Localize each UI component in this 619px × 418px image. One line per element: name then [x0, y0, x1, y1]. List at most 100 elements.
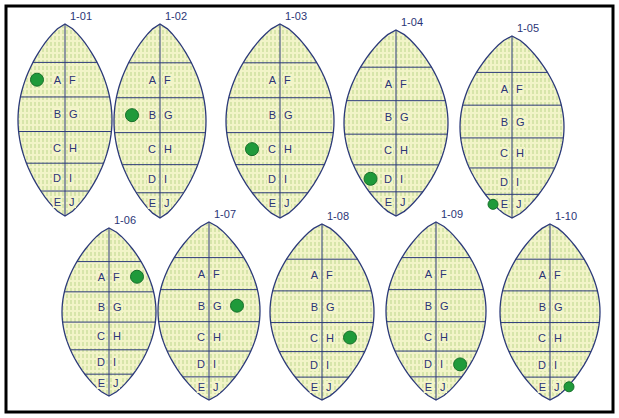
leaf-number: 1-09 — [440, 208, 464, 220]
grid-line — [387, 321, 486, 322]
green-dot — [488, 199, 498, 209]
cell-letter: E — [197, 381, 206, 393]
grid-line — [26, 163, 103, 164]
cell-letter: H — [163, 143, 173, 155]
leaf-midrib — [280, 24, 281, 218]
cell-letter: G — [112, 301, 123, 313]
cell-letter: E — [268, 197, 277, 209]
grid-line — [501, 322, 600, 323]
cell-letter: A — [268, 74, 277, 86]
cell-letter: J — [283, 197, 291, 209]
cell-letter: E — [310, 381, 319, 393]
cell-letter: D — [309, 359, 319, 371]
cell-letter: F — [325, 269, 334, 281]
cell-letter: D — [147, 173, 157, 185]
cell-letter: C — [196, 331, 206, 343]
grid-line — [64, 291, 153, 292]
grid-line — [174, 257, 244, 258]
grid-line — [273, 290, 372, 291]
green-dot — [131, 270, 144, 283]
cell-letter: J — [163, 197, 171, 209]
cell-letter: F — [212, 268, 221, 280]
grid-line — [41, 191, 89, 192]
leaf-edge — [226, 24, 334, 218]
cell-letter: A — [97, 271, 106, 283]
leaf-drawing — [226, 24, 334, 218]
cell-letter: B — [148, 109, 157, 121]
cell-letter: F — [515, 83, 524, 95]
grid-line — [361, 67, 432, 68]
leaf-outline: 1-09AFBGCHDIEJ — [386, 222, 486, 400]
leaf-number: 1-04 — [400, 16, 424, 28]
cell-letter: B — [538, 301, 547, 313]
leaf-number: 1-10 — [554, 210, 578, 222]
leaf-edge — [18, 24, 112, 216]
leaf-edge — [158, 222, 260, 400]
cell-letter: H — [515, 147, 525, 159]
cell-letter: I — [439, 358, 444, 370]
cell-letter: F — [439, 268, 448, 280]
cell-letter: D — [499, 176, 509, 188]
grid-line — [509, 351, 591, 352]
grid-line — [161, 289, 258, 290]
grid-line — [347, 100, 446, 101]
cell-letter: J — [553, 381, 561, 393]
cell-letter: H — [399, 144, 409, 156]
cell-letter: A — [384, 78, 393, 90]
leaf-midrib — [322, 224, 323, 400]
leaf-outline: 1-05AFBGCHDIEJ — [460, 36, 564, 218]
cell-letter: J — [439, 381, 447, 393]
grid-line — [122, 164, 198, 165]
leaf-edge — [500, 224, 600, 400]
leaf-drawing — [158, 222, 260, 400]
cell-letter: J — [399, 196, 407, 208]
cell-letter: E — [500, 198, 509, 210]
cell-letter: I — [325, 359, 330, 371]
leaf-number: 1-03 — [284, 10, 308, 22]
cell-letter: C — [147, 143, 157, 155]
cell-letter: H — [283, 143, 293, 155]
leaf-outline: 1-10AFBGCHDIEJ — [500, 224, 600, 400]
grid-line — [20, 96, 109, 97]
cell-letter: G — [399, 111, 410, 123]
leaf-midrib — [160, 24, 161, 218]
cell-letter: H — [112, 330, 122, 342]
cell-letter: A — [424, 268, 433, 280]
cell-letter: C — [537, 332, 547, 344]
leaf-outline: 1-07AFBGCHDIEJ — [158, 222, 260, 400]
grid-line — [116, 97, 203, 98]
grid-line — [469, 167, 554, 168]
cell-letter: I — [515, 176, 520, 188]
grid-line — [236, 164, 325, 165]
cell-letter: I — [283, 173, 288, 185]
grid-line — [395, 351, 477, 352]
cell-letter: B — [424, 300, 433, 312]
cell-letter: I — [212, 358, 217, 370]
cell-letter: C — [309, 332, 319, 344]
grid-line — [77, 261, 141, 262]
leaf-number: 1-06 — [113, 214, 137, 226]
leaf-outline: 1-03AFBGCHDIEJ — [226, 24, 334, 218]
leaf-drawing — [386, 222, 486, 400]
grid-line — [252, 192, 308, 193]
leaf-outline: 1-08AFBGCHDIEJ — [270, 224, 374, 400]
grid-line — [389, 289, 484, 290]
grid-line — [167, 351, 251, 352]
grid-line — [129, 62, 192, 63]
grid-line — [345, 134, 448, 135]
leaf-midrib — [512, 36, 513, 218]
cell-letter: H — [212, 331, 222, 343]
leaf-drawing — [62, 228, 156, 396]
cell-letter: I — [553, 359, 558, 371]
cell-letter: E — [424, 381, 433, 393]
grid-line — [136, 192, 183, 193]
cell-letter: B — [268, 109, 277, 121]
leaf-outline: 1-01AFBGCHDIEJ — [18, 24, 112, 216]
cell-letter: I — [112, 356, 117, 368]
cell-letter: A — [53, 74, 62, 86]
cell-letter: I — [399, 173, 404, 185]
cell-letter: A — [148, 74, 157, 86]
leaf-drawing — [18, 24, 112, 216]
cell-letter: E — [97, 377, 106, 389]
grid-line — [279, 351, 364, 352]
